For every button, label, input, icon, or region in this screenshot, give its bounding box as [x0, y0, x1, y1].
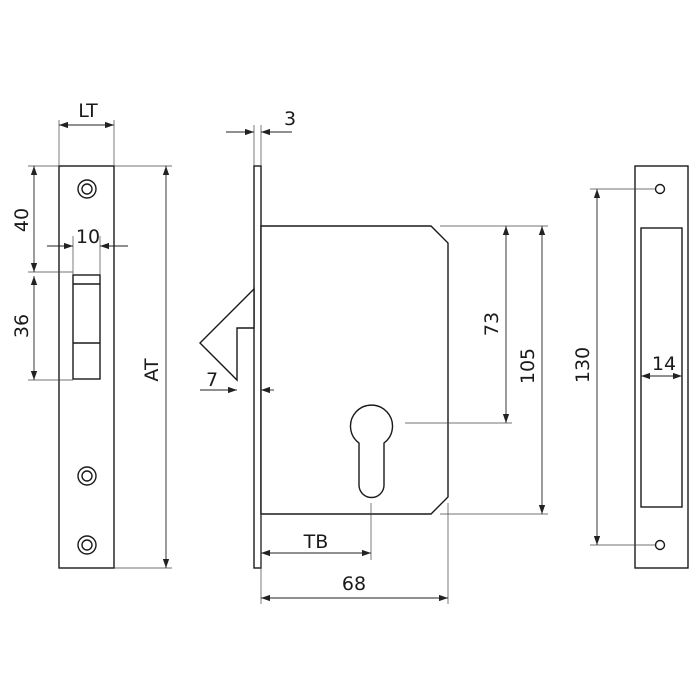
cylinder-profile — [349, 404, 394, 499]
strike-hole-bottom — [654, 539, 666, 551]
bolt-opening — [72, 274, 101, 380]
dim-68: 68 — [342, 573, 366, 595]
dim-14: 14 — [652, 353, 676, 375]
strike-hole-top — [654, 183, 666, 195]
screw-hole-top — [77, 179, 97, 199]
screw-hole-bottom — [77, 535, 97, 555]
dim-40: 40 — [11, 208, 33, 232]
dim-3: 3 — [284, 108, 296, 130]
dim-lt: LT — [78, 100, 98, 122]
strike-plate-view: 130 14 — [572, 165, 689, 569]
hook-bolt — [199, 287, 255, 382]
screw-hole-middle — [77, 466, 97, 486]
front-view: LT 40 36 10 AT — [11, 100, 172, 569]
lock-case — [260, 225, 449, 515]
strike-opening — [640, 227, 683, 508]
dim-105: 105 — [517, 348, 539, 384]
dim-7: 7 — [206, 369, 218, 391]
dim-10: 10 — [76, 226, 100, 248]
faceplate-front — [58, 165, 115, 569]
faceplate-edge — [253, 165, 262, 569]
dim-36: 36 — [11, 314, 33, 338]
dim-tb: TB — [303, 531, 329, 553]
dim-130: 130 — [572, 347, 594, 383]
strike-plate — [634, 165, 689, 569]
side-view: 3 7 73 105 TB 68 — [199, 108, 548, 604]
dim-73: 73 — [481, 312, 503, 336]
dim-at: AT — [141, 358, 163, 382]
